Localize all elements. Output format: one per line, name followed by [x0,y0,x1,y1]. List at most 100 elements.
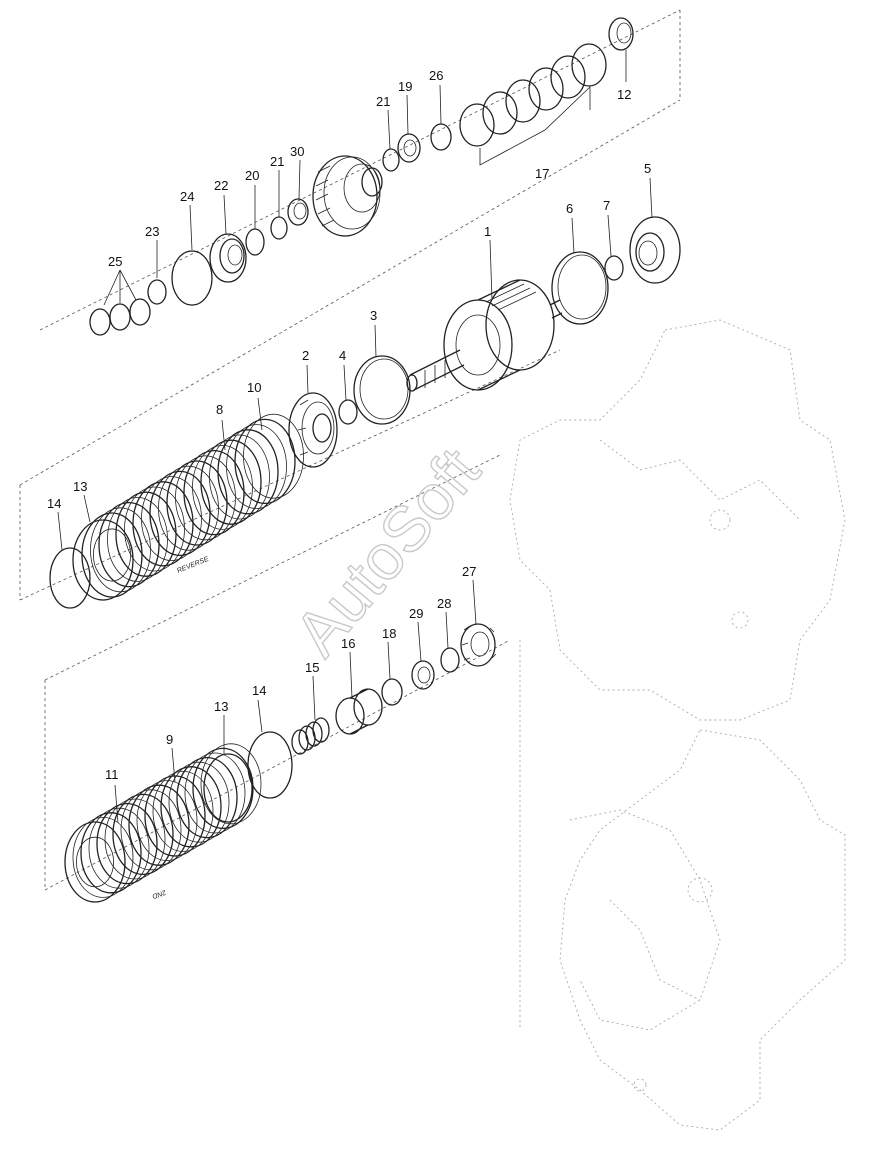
label-19: 19 [398,79,412,94]
label-21-upper: 21 [376,94,390,109]
transmission-housing-outline [509,319,846,1131]
second-clutch-disc [192,747,254,830]
second-clutch-disc-bore [76,836,115,888]
label-26: 26 [429,68,443,83]
label-24: 24 [180,189,194,204]
label-28: 28 [437,596,451,611]
reverse-clutch-disc [158,465,219,551]
second-clutch-disc [152,771,214,852]
second-clutch-disc [120,789,182,871]
second-clutch-disc [96,802,158,885]
second-marking: 2ND [151,888,168,900]
part-12-ring [608,17,634,82]
part-30-ring [287,159,309,226]
leader-10 [257,397,263,431]
reverse-clutch-disc [81,512,143,598]
reverse-clutch-disc [243,413,304,499]
callouts: 1 2 3 4 5 6 7 8 9 10 11 12 13 13 14 14 1… [47,68,651,782]
part-15-spring [291,675,330,755]
leader-9 [171,747,176,783]
label-15: 15 [305,660,319,675]
second-clutch-disc [64,821,126,903]
part-4-ring [338,364,358,425]
part-17-shims [459,43,607,166]
label-14-upper: 14 [47,496,61,511]
reverse-clutch-disc [217,429,279,515]
part-1-shaft-drum [406,239,563,392]
second-clutch-disc [144,775,206,857]
second-clutch-disc [136,780,198,861]
part-18-ring [381,641,403,706]
label-29: 29 [409,606,423,621]
label-8: 8 [216,402,223,417]
label-7: 7 [603,198,610,213]
second-clutch-disc [184,752,246,834]
gear-drum [312,155,383,237]
part-24-snap-ring [171,204,213,306]
label-2: 2 [302,348,309,363]
label-11: 11 [105,767,119,782]
part-8-10-reverse-clutch-pack [81,413,304,598]
part-21-ring-upper [382,109,400,172]
part-16-sleeve [335,651,383,735]
label-4: 4 [339,348,346,363]
label-1: 1 [484,224,491,239]
assembly-boundaries [19,9,681,891]
label-13-lower: 13 [214,699,228,714]
label-18: 18 [382,626,396,641]
leader-8 [221,419,226,451]
reverse-clutch-disc [192,444,253,530]
part-28-ring [440,611,460,673]
label-12: 12 [617,87,631,102]
label-10: 10 [247,380,261,395]
part-22-bearing [209,194,247,283]
reverse-clutch-disc [234,418,296,505]
part-14-snap-ring-lower [247,699,293,799]
reverse-clutch-disc [115,491,177,577]
reverse-clutch-disc [175,455,236,541]
label-22: 22 [214,178,228,193]
second-clutch-disc [88,807,150,889]
second-clutch-disc [168,761,230,843]
reverse-clutch-disc [226,424,287,510]
part-26-ring [430,84,452,151]
second-clutch-disc [72,817,134,898]
label-17: 17 [535,166,549,181]
part-5-bearing [629,177,681,284]
reverse-clutch-disc [107,497,168,582]
label-23: 23 [145,224,159,239]
part-9-11-second-clutch-pack [64,743,262,903]
part-3-ring [353,324,411,425]
reverse-clutch-disc [124,486,185,572]
reverse-clutch-disc-bore [93,528,132,582]
part-14-snap-ring-upper [49,511,91,609]
label-21-lower: 21 [270,154,284,169]
part-19-bearing [397,94,421,163]
second-clutch-disc [160,766,222,848]
second-clutch-disc [80,812,142,894]
reverse-clutch-disc [209,434,270,520]
second-clutch-disc [200,743,262,825]
label-14-lower: 14 [252,683,266,698]
label-13-upper: 13 [73,479,87,494]
reverse-clutch-disc [132,481,194,567]
second-clutch-disc [128,784,190,866]
part-23-ring [147,240,167,305]
second-clutch-disc [104,798,166,880]
part-29-bearing [411,621,435,690]
reverse-clutch-disc [166,460,228,546]
part-13-plate-upper [72,494,134,601]
second-clutch-disc [112,793,174,876]
reverse-clutch-disc [200,439,262,525]
label-3: 3 [370,308,377,323]
part-20-ring [245,185,265,256]
reverse-clutch-disc [141,476,202,561]
reverse-clutch-disc [98,501,160,588]
part-25-snap-rings [89,269,151,336]
label-16: 16 [341,636,355,651]
part-21-ring-lower [270,170,288,240]
part-6-ring [551,217,609,325]
label-9: 9 [166,732,173,747]
label-6: 6 [566,201,573,216]
